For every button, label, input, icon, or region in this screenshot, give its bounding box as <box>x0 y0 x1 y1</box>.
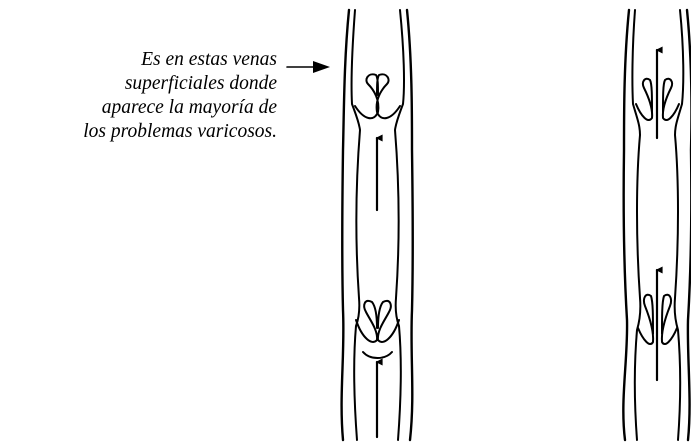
right-vein-outer-wall-left <box>623 10 629 440</box>
left-vein-inner-wall-right <box>395 10 404 440</box>
left-vein-outer-wall-right <box>407 10 413 440</box>
right-vein <box>623 10 691 440</box>
right-vein-inner-wall-right <box>675 10 684 440</box>
caption-pointer-arrow <box>287 61 330 73</box>
right-vein-inner-wall-left <box>632 10 640 440</box>
left-vein <box>342 10 413 440</box>
right-vein-outer-wall-right <box>687 10 691 440</box>
left-vein-outer-wall-left <box>342 10 349 440</box>
left-vein-lower-valve <box>356 301 399 358</box>
left-vein-upper-valve <box>355 74 400 118</box>
left-vein-inner-wall-left <box>352 10 360 440</box>
